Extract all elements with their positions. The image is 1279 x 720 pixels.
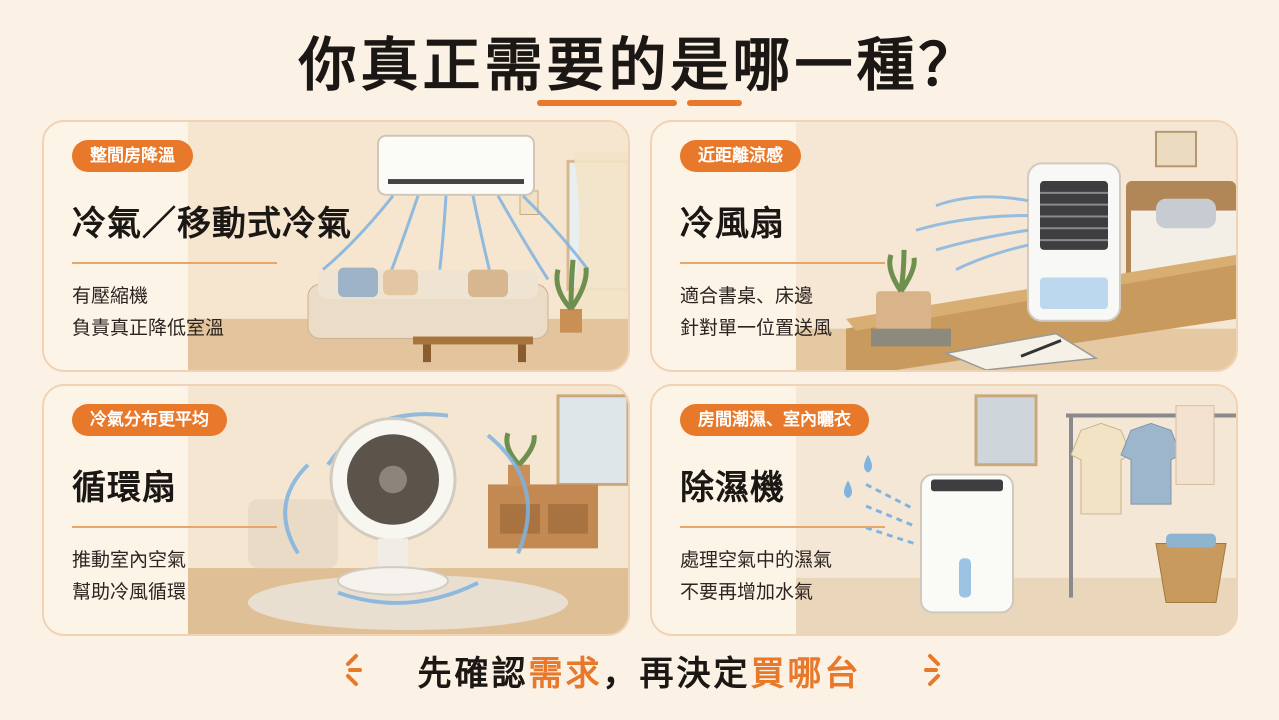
sparkle-icon (346, 654, 362, 686)
description-line: 有壓縮機 (72, 285, 149, 307)
card-description: 處理空氣中的濕氣 不要再增加水氣 (680, 544, 832, 608)
card-air-conditioner: 整間房降溫 冷氣／移動式冷氣 有壓縮機 負責真正降低室溫 (42, 120, 630, 372)
card-heading: 冷氣／移動式冷氣 (72, 204, 352, 244)
divider (680, 526, 885, 528)
description-line: 處理空氣中的濕氣 (680, 549, 833, 571)
footer-text: ，再決定 (602, 654, 751, 694)
divider (680, 262, 885, 264)
divider (72, 262, 277, 264)
card-description: 有壓縮機 負責真正降低室溫 (72, 280, 224, 344)
description-line: 推動室內空氣 (72, 549, 187, 571)
footer-text: 先確認 (417, 654, 529, 694)
card-heading: 冷風扇 (680, 204, 785, 244)
divider (72, 526, 277, 528)
card-heading: 循環扇 (72, 468, 177, 508)
footer-highlight: 需求 (528, 654, 603, 694)
card-circulator-fan: 冷氣分布更平均 循環扇 推動室內空氣 幫助冷風循環 (42, 384, 630, 636)
card-heading: 除濕機 (680, 468, 785, 508)
air-cooler-icon (796, 122, 1236, 370)
sparkle-icon (924, 654, 940, 686)
page-title: 你真正需要的是哪一種？ (298, 31, 981, 99)
tag-label: 房間潮濕、室內曬衣 (680, 404, 869, 436)
footer-message: 先確認需求，再決定買哪台 (0, 646, 1279, 695)
title-underline (537, 100, 742, 106)
circulator-fan-icon (188, 386, 628, 634)
description-line: 幫助冷風循環 (72, 581, 187, 603)
air-conditioner-icon (188, 122, 628, 370)
description-line: 針對單一位置送風 (680, 317, 833, 339)
description-line: 不要再增加水氣 (680, 581, 814, 603)
footer-highlight: 買哪台 (750, 654, 862, 694)
description-line: 適合書桌、床邊 (680, 285, 814, 307)
dehumidifier-icon (796, 386, 1236, 634)
description-line: 負責真正降低室溫 (72, 317, 225, 339)
card-description: 推動室內空氣 幫助冷風循環 (72, 544, 186, 608)
tag-label: 整間房降溫 (72, 140, 193, 172)
tag-label: 冷氣分布更平均 (72, 404, 227, 436)
tag-label: 近距離涼感 (680, 140, 801, 172)
card-dehumidifier: 房間潮濕、室內曬衣 除濕機 處理空氣中的濕氣 不要再增加水氣 (650, 384, 1238, 636)
card-air-cooler: 近距離涼感 冷風扇 適合書桌、床邊 針對單一位置送風 (650, 120, 1238, 372)
card-description: 適合書桌、床邊 針對單一位置送風 (680, 280, 832, 344)
